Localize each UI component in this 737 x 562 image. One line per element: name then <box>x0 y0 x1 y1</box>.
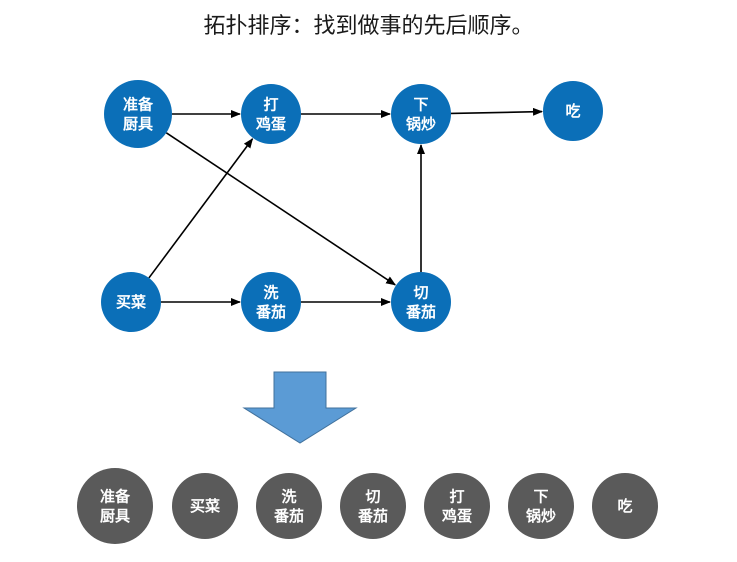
edge-cook-eat <box>450 107 544 116</box>
result-node-circle <box>340 473 406 539</box>
node-prep-line: 准备 <box>123 95 154 113</box>
result-node-line: 鸡蛋 <box>441 507 472 525</box>
node-wash-line: 洗 <box>263 283 278 301</box>
node-eat-line: 吃 <box>565 102 580 120</box>
result-node: 吃 <box>592 473 658 539</box>
node-cook-line: 下 <box>413 95 428 113</box>
node-buy-line: 买菜 <box>116 293 146 311</box>
node-cook-line: 锅炒 <box>406 115 436 133</box>
node-cut-line: 番茄 <box>405 303 436 321</box>
result-node-circle <box>172 473 238 539</box>
edge-buy-egg <box>148 138 254 279</box>
node-cook-circle <box>391 84 451 144</box>
result-node-line: 打 <box>449 487 464 505</box>
node-egg-line: 鸡蛋 <box>255 115 286 133</box>
result-node-line: 切 <box>365 487 380 505</box>
node-egg-line: 打 <box>263 95 278 113</box>
result-node-circle <box>424 473 490 539</box>
node-egg: 打鸡蛋 <box>241 84 301 144</box>
result-node-circle <box>77 468 153 544</box>
node-prep-circle <box>104 80 172 148</box>
node-cut: 切番茄 <box>391 272 451 332</box>
result-node-circle <box>256 473 322 539</box>
result-node-circle <box>508 473 574 539</box>
result-node-line: 买菜 <box>190 497 220 515</box>
node-egg-circle <box>241 84 301 144</box>
node-eat: 吃 <box>543 81 603 141</box>
node-wash: 洗番茄 <box>241 272 301 332</box>
node-cook: 下锅炒 <box>391 84 451 144</box>
diagram-title: 拓扑排序：找到做事的先后顺序。 <box>203 14 534 39</box>
node-wash-circle <box>241 272 301 332</box>
result-node-line: 锅炒 <box>526 507 556 525</box>
edge-prep-cut <box>165 132 397 286</box>
result-node-line: 番茄 <box>357 507 388 525</box>
result-node: 打鸡蛋 <box>424 473 490 539</box>
result-node-circle <box>592 473 658 539</box>
result-node-line: 准备 <box>100 487 131 505</box>
edges-layer <box>148 107 544 306</box>
result-node: 切番茄 <box>340 473 406 539</box>
node-cut-line: 切 <box>413 283 428 301</box>
node-prep-line: 厨具 <box>123 115 153 133</box>
result-node-line: 洗 <box>281 487 296 505</box>
node-buy-circle <box>101 272 161 332</box>
node-eat-circle <box>543 81 603 141</box>
down-arrow-icon <box>242 371 358 444</box>
result-node-line: 吃 <box>617 497 632 515</box>
result-node: 洗番茄 <box>256 473 322 539</box>
result-node-line: 厨具 <box>100 507 130 525</box>
result-node-line: 番茄 <box>273 507 304 525</box>
result-node: 买菜 <box>172 473 238 539</box>
node-cut-circle <box>391 272 451 332</box>
node-buy: 买菜 <box>101 272 161 332</box>
node-wash-line: 番茄 <box>255 303 286 321</box>
result-node: 下锅炒 <box>508 473 574 539</box>
result-node-line: 下 <box>533 487 548 505</box>
